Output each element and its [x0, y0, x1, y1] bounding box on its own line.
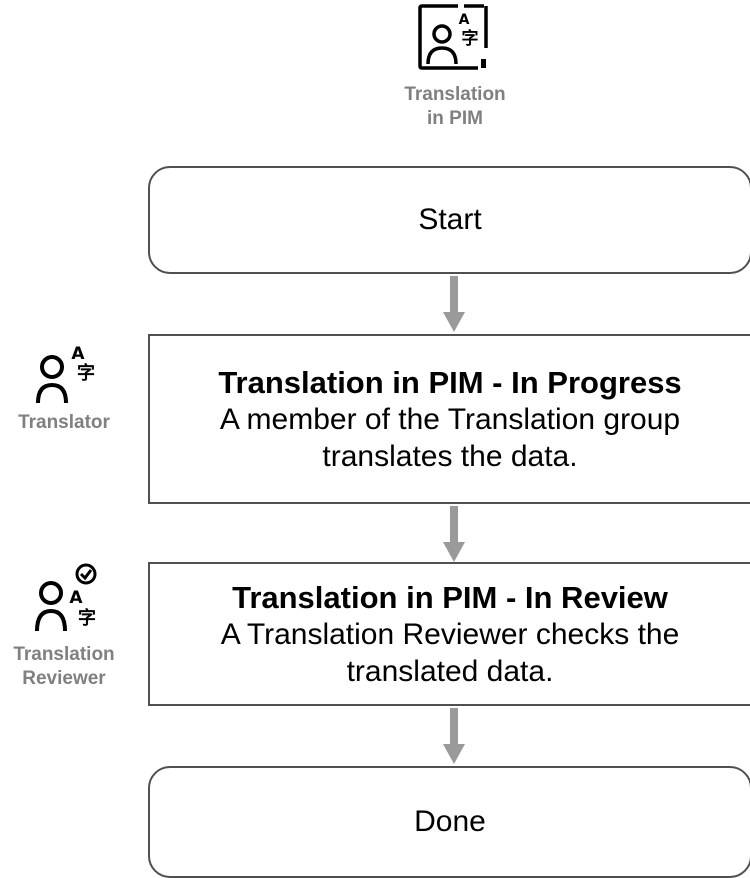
in-review-title: Translation in PIM - In Review [232, 579, 668, 615]
done-label: Done [414, 805, 486, 838]
start-node: Start [148, 166, 750, 274]
in-progress-title: Translation in PIM - In Progress [218, 364, 682, 400]
in-progress-node: Translation in PIM - In Progress A membe… [148, 334, 750, 504]
svg-text:A: A [69, 588, 83, 608]
svg-text:A: A [71, 344, 85, 364]
translation-reviewer-label-line2: Reviewer [22, 668, 106, 689]
header-caption: Translation in PIM [380, 83, 530, 131]
translation-reviewer-label: Translation Reviewer [0, 643, 128, 691]
flow-arrow [443, 506, 465, 562]
translator-icon: A 字 [36, 343, 104, 411]
header-caption-line1: Translation [404, 84, 506, 105]
in-review-node: Translation in PIM - In Review A Transla… [148, 562, 750, 706]
translation-reviewer-icon: A 字 [34, 563, 106, 637]
flow-arrow [443, 708, 465, 764]
svg-text:字: 字 [462, 28, 479, 49]
translation-reviewer-label-line1: Translation [13, 644, 115, 665]
svg-text:字: 字 [78, 607, 96, 629]
in-review-desc-line2: translated data. [346, 654, 554, 688]
in-progress-desc-line2: translates the data. [322, 439, 578, 473]
svg-text:A: A [459, 12, 470, 28]
start-label: Start [418, 203, 482, 236]
in-review-desc-line1: A Translation Reviewer checks the [220, 617, 680, 651]
translation-pim-icon: A 字 [418, 4, 490, 74]
in-progress-desc-line1: A member of the Translation group [219, 402, 681, 436]
flow-arrow [443, 276, 465, 332]
header-caption-line2: in PIM [427, 108, 483, 129]
svg-text:字: 字 [77, 362, 95, 384]
translator-label: Translator [18, 412, 110, 433]
done-node: Done [148, 766, 750, 878]
